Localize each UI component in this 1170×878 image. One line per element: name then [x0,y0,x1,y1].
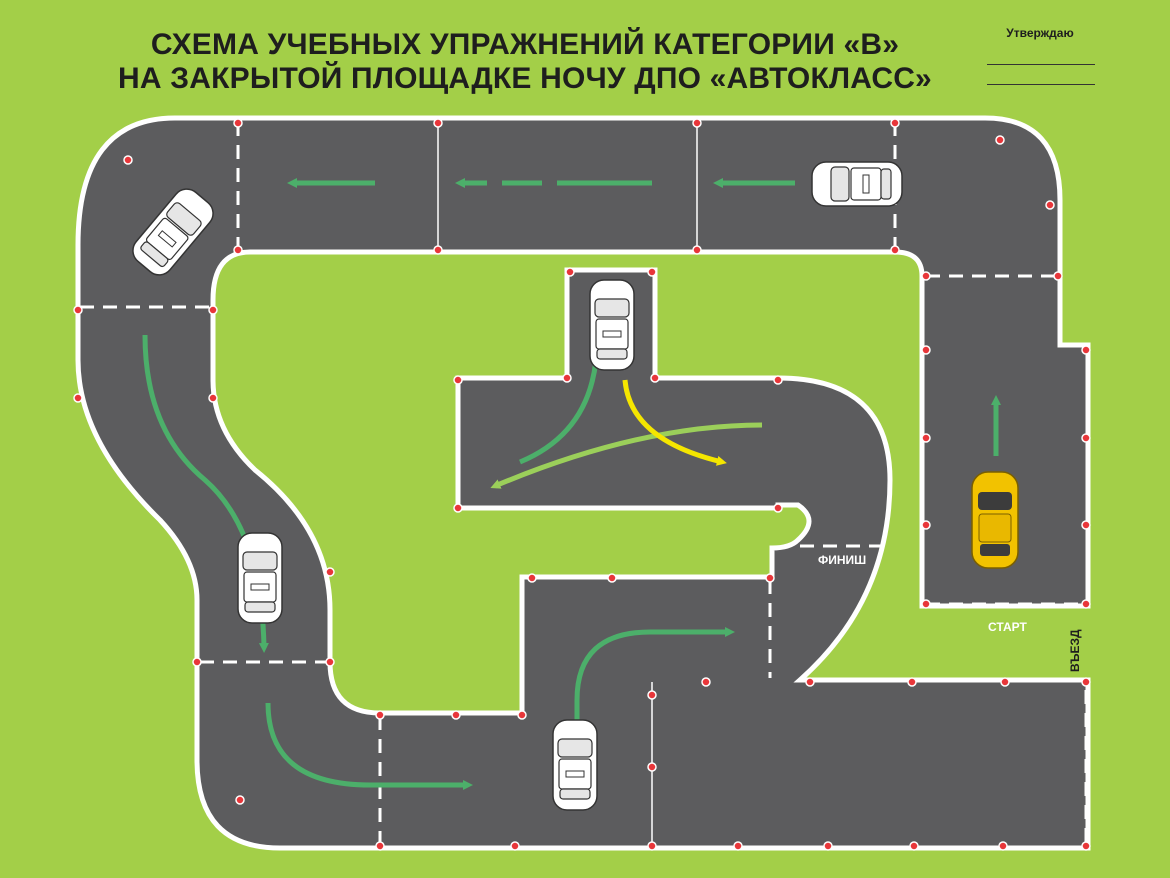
cone-marker [805,677,815,687]
cone-marker [510,841,520,851]
road-top-loop [75,115,1091,851]
cone-marker [233,245,243,255]
cone-marker [73,305,83,315]
cone-marker [1081,677,1091,687]
car-garage [589,279,635,371]
cone-marker [565,267,575,277]
cone-marker [921,433,931,443]
title-line-2: НА ЗАКРЫТОЙ ПЛОЩАДКЕ НОЧУ ДПО «АВТОКЛАСС… [118,62,932,95]
cone-marker [907,677,917,687]
cone-marker [235,795,245,805]
cone-marker [921,271,931,281]
cone-marker [773,503,783,513]
approval-signature-line [987,64,1095,65]
cone-marker [773,375,783,385]
cone-marker [823,841,833,851]
cone-marker [73,393,83,403]
cone-marker [647,690,657,700]
cone-marker [325,567,335,577]
cone-marker [692,245,702,255]
cone-marker [890,245,900,255]
cone-marker [909,841,919,851]
cone-marker [375,841,385,851]
cone-marker [995,135,1005,145]
zone-dividers [80,122,1088,846]
cone-marker [1081,599,1091,609]
cone-marker [433,118,443,128]
cone-marker [647,841,657,851]
cone-marker [527,573,537,583]
title-line-1: СХЕМА УЧЕБНЫХ УПРАЖНЕНИЙ КАТЕГОРИИ «В» [150,28,900,61]
cone-marker [433,245,443,255]
cone-marker [375,710,385,720]
cone-marker [650,373,660,383]
cone-marker [921,599,931,609]
cone-marker [192,657,202,667]
approval-date-line [987,84,1095,85]
route-arrow-yellow [622,379,727,466]
cone-marker [517,710,527,720]
route-arrow-green [574,627,735,730]
cone-marker [607,573,617,583]
cone-marker [208,393,218,403]
route-arrow-light [490,422,763,489]
finish-label: ФИНИШ [818,553,867,567]
cone-marker [1081,345,1091,355]
cone-marker [1081,433,1091,443]
cone-marker [123,155,133,165]
cone-marker [765,573,775,583]
car-top-right [811,161,903,207]
cone-marker [1081,520,1091,530]
cone-marker [325,657,335,667]
cone-marker [733,841,743,851]
cone-marker [921,520,931,530]
learner-car-yellow [971,471,1019,569]
asphalt-track [75,115,1091,851]
route-arrow-green [265,702,473,790]
cone-marker [921,345,931,355]
diagram-title: СХЕМА УЧЕБНЫХ УПРАЖНЕНИЙ КАТЕГОРИИ «В» Н… [100,28,950,96]
cone-marker [1053,271,1063,281]
entry-label: ВЪЕЗД [1068,629,1082,672]
cone-marker [998,841,1008,851]
approval-label: Утверждаю [1006,26,1074,40]
car-left-curve [237,532,283,624]
cone-marker [701,677,711,687]
cone-marker [692,118,702,128]
car-bottom [552,719,598,811]
cone-marker [453,503,463,513]
cone-marker [451,710,461,720]
cone-marker [453,375,463,385]
cone-marker [890,118,900,128]
cone-marker [1045,200,1055,210]
cone-marker [1081,841,1091,851]
cars [126,161,1019,811]
marker-cones [73,118,1091,851]
cone-marker [647,762,657,772]
cone-marker [562,373,572,383]
cone-marker [1000,677,1010,687]
cone-marker [208,305,218,315]
cone-marker [233,118,243,128]
start-label: СТАРТ [988,620,1027,634]
cone-marker [647,267,657,277]
